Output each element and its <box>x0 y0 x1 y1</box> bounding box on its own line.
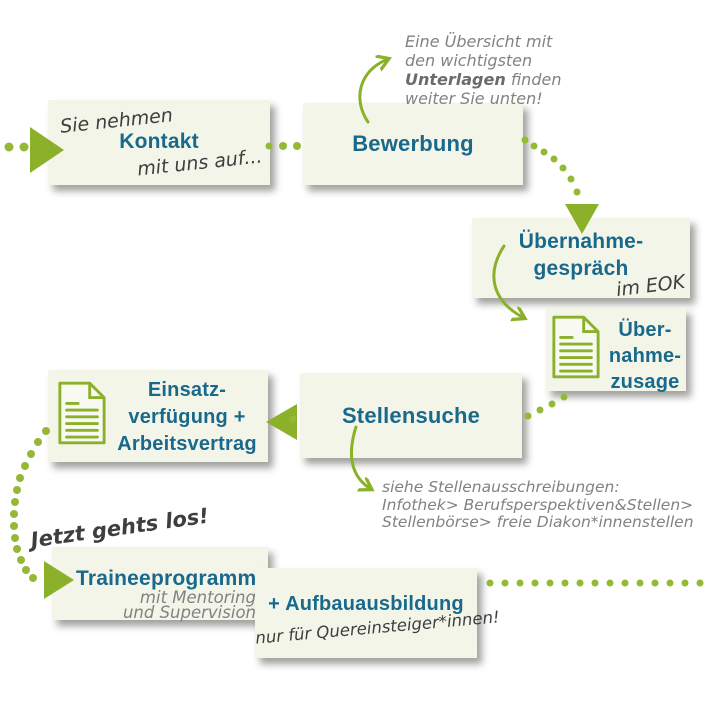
step-stellensuche-title: Stellensuche <box>341 402 481 428</box>
step-traineeprogramm: Traineeprogramm mit Mentoring und Superv… <box>52 547 268 622</box>
dotted-connector-exit <box>486 579 704 587</box>
step-bewerbung: Bewerbung <box>303 103 523 185</box>
step-aufbauausbildung: + Aufbauausbildung nur für Quereinsteige… <box>255 568 500 658</box>
step-aufbauausbildung-title: + Aufbauausbildung <box>268 593 464 615</box>
stellen-hint-text: siehe Stellenausschreibungen: Infothek> … <box>382 478 694 532</box>
unterlagen-hint-line1: Eine Übersicht mit <box>405 32 553 51</box>
step-kontakt: Sie nehmen Kontakt mit uns auf... <box>48 100 270 185</box>
step-traineeprogramm-subtitle: mit Mentoring und Supervision <box>122 588 256 622</box>
step-uebernahmezusage: Über- nahme- zusage <box>546 308 686 393</box>
start-hint-text: Jetzt gehts los! <box>29 503 211 553</box>
dotted-connector-bewerbung-gespraech <box>521 136 581 196</box>
dotted-connector-einsatz-trainee <box>10 427 50 582</box>
step-einsatzverfuegung-title: Einsatz- verfügung + Arbeitsvertrag <box>117 379 257 455</box>
step-uebernahmezusage-title: Über- nahme- zusage <box>608 319 682 393</box>
unterlagen-hint-line4: weiter Sie unten! <box>405 89 543 108</box>
step-uebernahmegespraech: Übernahme- gespräch im EOK <box>472 218 690 301</box>
stellen-hint-line3: Stellenbörse> freie Diakon*innenstellen <box>382 513 694 531</box>
step-kontakt-title: Kontakt <box>119 130 199 153</box>
dotted-connector-kontakt-bewerbung <box>265 142 301 150</box>
flow-arrow-left-icon <box>266 404 297 440</box>
step-einsatzverfuegung: Einsatz- verfügung + Arbeitsvertrag <box>48 370 268 462</box>
step-uebernahmegespraech-title: Übernahme- gespräch <box>518 230 644 280</box>
step-stellensuche: Stellensuche <box>300 373 522 458</box>
step-bewerbung-title: Bewerbung <box>352 131 474 156</box>
unterlagen-hint-line2: den wichtigsten <box>405 51 533 70</box>
dotted-connector-entry <box>4 142 29 152</box>
step-traineeprogramm-title: Traineeprogramm <box>76 567 257 590</box>
unterlagen-hint-line3: Unterlagen finden <box>405 70 562 89</box>
unterlagen-hint-text: Eine Übersicht mit den wichtigsten Unter… <box>405 32 561 108</box>
stellen-hint-line1: siehe Stellenausschreibungen: <box>382 478 620 496</box>
stellen-hint-line2: Infothek> Berufsperspektiven&Stellen> <box>382 495 694 514</box>
